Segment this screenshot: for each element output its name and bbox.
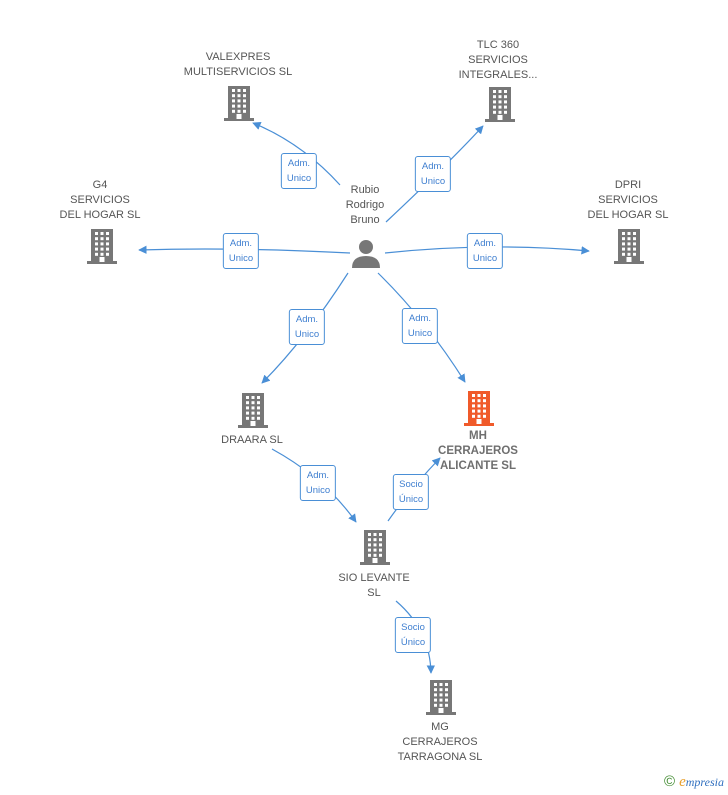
node-label-line: DEL HOGAR SL xyxy=(59,209,141,221)
edge-label: Adm. Unico xyxy=(222,233,260,269)
edge-label: Adm. Unico xyxy=(288,309,326,345)
edge-person-to-valexpres xyxy=(252,121,341,186)
building-icon[interactable] xyxy=(224,85,254,126)
node-label-line: MULTISERVICIOS SL xyxy=(183,66,293,78)
edge-label-line: Unico xyxy=(228,253,254,264)
edge-label: Adm. Unico xyxy=(401,308,439,344)
edge-label: Adm. Unico xyxy=(299,465,337,501)
building-icon[interactable] xyxy=(464,390,494,431)
edge-label-line: Adm. xyxy=(408,313,432,324)
node-label-mg[interactable]: MG CERRAJEROS TARRAGONA SL xyxy=(398,720,483,765)
node-label-line: SERVICIOS xyxy=(598,194,658,206)
edge-label-line: Adm. xyxy=(287,158,311,169)
building-icon[interactable] xyxy=(426,679,456,720)
person-icon[interactable] xyxy=(351,238,381,273)
node-label-line: SL xyxy=(367,587,381,599)
edge-label: Adm. Unico xyxy=(466,233,504,269)
node-label-line: CERRAJEROS xyxy=(438,445,518,457)
node-label-dpri[interactable]: DPRI SERVICIOS DEL HOGAR SL xyxy=(588,178,669,223)
edge-label-line: Unico xyxy=(305,485,331,496)
node-label-line: Rodrigo xyxy=(345,199,385,211)
edge-label-line: Socio xyxy=(399,479,423,490)
building-icon[interactable] xyxy=(485,86,515,127)
edge-label: Adm. Unico xyxy=(280,153,318,189)
edge-label-line: Unico xyxy=(472,253,498,264)
node-label-line: MH xyxy=(469,430,487,442)
building-icon[interactable] xyxy=(87,228,117,269)
node-label-line: VALEXPRES xyxy=(205,51,271,63)
node-label-line: G4 xyxy=(92,179,108,191)
node-label-line: Bruno xyxy=(350,214,380,226)
edge-label-line: Adm. xyxy=(421,161,445,172)
node-label-draara[interactable]: DRAARA SL xyxy=(221,433,283,448)
edge-label-line: Adm. xyxy=(229,238,253,249)
node-label-line: INTEGRALES... xyxy=(458,69,538,81)
edge-label-line: Unico xyxy=(286,173,312,184)
node-label-line: CERRAJEROS xyxy=(402,736,478,748)
brand-logo: empresia xyxy=(679,774,724,790)
edge-label-line: Unico xyxy=(420,176,446,187)
node-label-line: SERVICIOS xyxy=(468,54,528,66)
node-label-line: SIO LEVANTE xyxy=(338,572,410,584)
copyright-symbol: © xyxy=(664,773,676,790)
edge-label-line: Adm. xyxy=(295,314,319,325)
node-label-line: DPRI xyxy=(614,179,642,191)
node-label-mh[interactable]: MH CERRAJEROS ALICANTE SL xyxy=(438,429,518,474)
node-label-sio[interactable]: SIO LEVANTE SL xyxy=(338,571,409,601)
edge-label-line: Único xyxy=(400,637,426,648)
building-icon[interactable] xyxy=(360,529,390,570)
node-label-line: DEL HOGAR SL xyxy=(587,209,669,221)
edge-label-line: Único xyxy=(398,494,424,505)
watermark: ©empresia xyxy=(664,773,724,791)
node-label-line: MG xyxy=(431,721,449,733)
node-label-line: SERVICIOS xyxy=(70,194,130,206)
edge-label-line: Socio xyxy=(401,622,425,633)
edge-label-line: Adm. xyxy=(473,238,497,249)
node-label-line: TARRAGONA SL xyxy=(397,751,483,763)
edge-label-line: Unico xyxy=(407,328,433,339)
node-label-valexpres[interactable]: VALEXPRES MULTISERVICIOS SL xyxy=(184,50,292,80)
edge-label-line: Adm. xyxy=(306,470,330,481)
node-label-line: ALICANTE SL xyxy=(439,460,517,472)
edge-label-line: Unico xyxy=(294,329,320,340)
node-label-line: TLC 360 xyxy=(476,39,520,51)
edge-label: Adm. Unico xyxy=(414,156,452,192)
node-label-line: Rubio xyxy=(350,184,380,196)
node-label-line: DRAARA SL xyxy=(221,434,283,446)
building-icon[interactable] xyxy=(614,228,644,269)
building-icon[interactable] xyxy=(238,392,268,433)
